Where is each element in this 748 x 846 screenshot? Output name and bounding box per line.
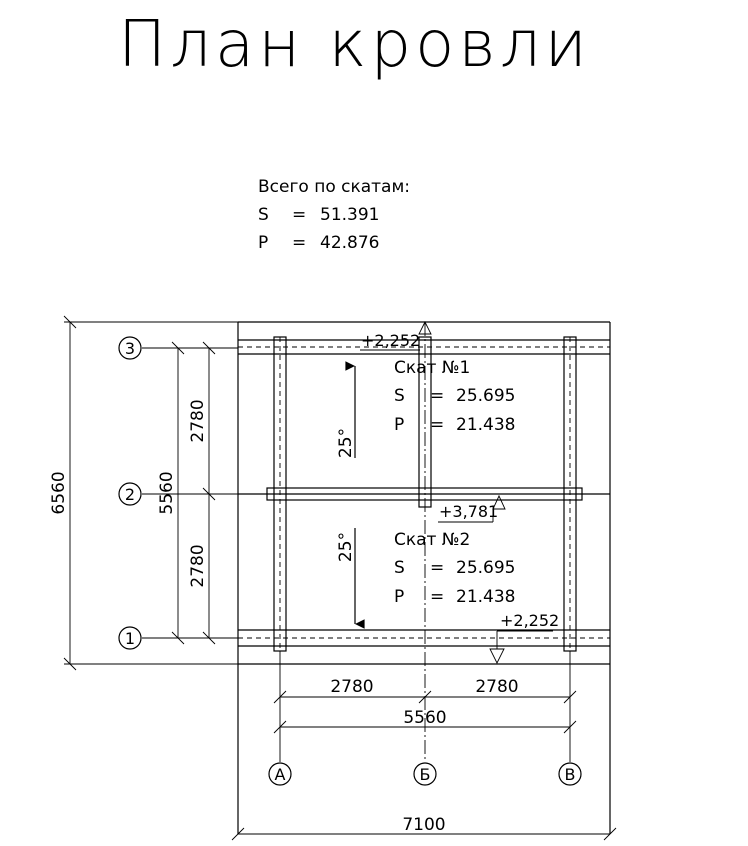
summary-heading: Всего по скатам: <box>258 177 410 197</box>
svg-text:3: 3 <box>125 339 135 358</box>
summary-block: Всего по скатам: S = 51.391 P = 42.876 <box>258 177 410 253</box>
dim-axis-span-vertical: 5560 <box>157 471 177 514</box>
slope-1-label: Скат №1 S = 25.695 P = 21.438 <box>394 358 515 435</box>
slope-1-name: Скат №1 <box>394 358 470 378</box>
slope-1-angle: 25° <box>336 428 356 458</box>
svg-text:+2,252: +2,252 <box>500 611 559 630</box>
svg-text:+3,781: +3,781 <box>439 502 498 521</box>
elevation-bottom-eave: +2,252 <box>489 611 559 665</box>
col-axis-b: Б <box>413 762 437 786</box>
dim-axis-span-horizontal: 5560 <box>403 708 446 728</box>
svg-text:S: S <box>394 386 405 406</box>
dim-lower-bay: 2780 <box>188 544 208 587</box>
svg-text:P: P <box>394 415 404 435</box>
col-axis-v: В <box>558 762 582 786</box>
svg-text:P: P <box>394 587 404 607</box>
summary-s-eq: = <box>292 205 306 225</box>
svg-text:25.695: 25.695 <box>456 386 515 406</box>
svg-text:=: = <box>430 386 444 406</box>
svg-text:=: = <box>430 587 444 607</box>
dim-overall-height: 6560 <box>49 471 69 514</box>
summary-s-label: S <box>258 205 269 225</box>
summary-p-eq: = <box>292 233 306 253</box>
summary-p-label: P <box>258 233 268 253</box>
row-axis-1: 1 <box>118 626 142 650</box>
summary-p-value: 42.876 <box>320 233 379 253</box>
svg-text:S: S <box>394 558 405 578</box>
vertical-dimensions <box>63 315 238 671</box>
drawing-title: План кровли <box>118 8 591 82</box>
svg-text:В: В <box>565 765 576 784</box>
svg-text:=: = <box>430 415 444 435</box>
svg-text:Б: Б <box>420 765 431 784</box>
columns <box>273 336 577 652</box>
axis-lines <box>142 322 571 762</box>
row-axis-2: 2 <box>118 482 142 506</box>
svg-text:=: = <box>430 558 444 578</box>
roof-outline <box>237 321 611 834</box>
dim-overall-width: 7100 <box>402 815 445 835</box>
dim-upper-bay: 2780 <box>188 399 208 442</box>
dim-left-bay: 2780 <box>330 677 373 697</box>
slope-2-name: Скат №2 <box>394 530 470 550</box>
svg-text:А: А <box>275 765 286 784</box>
elevation-top-eave: +2,252 <box>360 320 432 351</box>
svg-text:25.695: 25.695 <box>456 558 515 578</box>
horizontal-dimensions <box>231 690 617 841</box>
svg-text:21.438: 21.438 <box>456 415 515 435</box>
svg-text:+2,252: +2,252 <box>361 331 420 350</box>
slope-2-angle: 25° <box>336 532 356 562</box>
slope-2-label: Скат №2 S = 25.695 P = 21.438 <box>394 530 515 607</box>
elevation-ridge: +3,781 <box>438 494 506 523</box>
svg-text:1: 1 <box>125 629 135 648</box>
svg-text:21.438: 21.438 <box>456 587 515 607</box>
summary-s-value: 51.391 <box>320 205 379 225</box>
svg-text:2: 2 <box>125 485 135 504</box>
row-axis-3: 3 <box>118 336 142 360</box>
col-axis-a: А <box>268 762 292 786</box>
dim-right-bay: 2780 <box>475 677 518 697</box>
